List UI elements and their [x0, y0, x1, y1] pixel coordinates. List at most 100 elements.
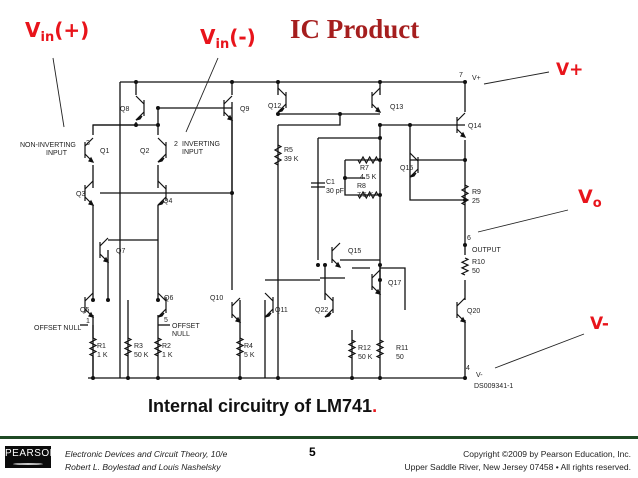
resistor-label: R2: [162, 343, 171, 350]
junction-dot: [134, 123, 138, 127]
figure-id: DS009341-1: [474, 383, 513, 390]
pin-number: 2: [174, 141, 178, 148]
resistor-label: R12: [358, 345, 371, 352]
wire: [92, 122, 137, 135]
transistor-label: Q9: [240, 106, 249, 113]
transistor-label: Q22: [315, 307, 328, 314]
pin-number: 3: [86, 140, 90, 147]
pin-label: OUTPUT: [472, 247, 502, 254]
transistor-label: Q11: [275, 307, 288, 314]
junction-dot: [323, 263, 327, 267]
resistor-label: R8: [357, 183, 366, 190]
pearson-logo: PEARSON: [5, 446, 57, 468]
junction-dot: [134, 80, 138, 84]
transistor-q11: [264, 292, 274, 318]
resistor-value: 1 K: [97, 352, 108, 359]
junction-dot: [463, 80, 467, 84]
transistor-arrow: [103, 256, 110, 263]
transistor-q8: [135, 95, 145, 121]
junction-dot: [230, 80, 234, 84]
junction-dot: [126, 376, 130, 380]
capacitor-label: C1: [326, 179, 335, 186]
transistor-label: Q6: [164, 295, 173, 302]
resistor-r7: [357, 155, 379, 165]
junction-dot: [350, 376, 354, 380]
resistor-label: R5: [284, 147, 293, 154]
junction-dot: [156, 298, 160, 302]
figure-caption: Internal circuitry of LM741.: [148, 396, 378, 416]
junction-dot: [378, 80, 382, 84]
pin-label: V+: [472, 75, 481, 82]
transistor-arrow: [157, 312, 165, 318]
resistor-value: 50: [396, 354, 404, 361]
v-minus-annotation: V-: [590, 314, 609, 334]
resistor-r4: [235, 337, 245, 357]
resistor-value: 39 K: [284, 156, 299, 163]
resistor-value: 50 K: [134, 352, 149, 359]
address: Upper Saddle River, New Jersey 07458 • A…: [404, 462, 631, 472]
transistor-arrow: [335, 261, 342, 268]
junction-dot: [463, 198, 467, 202]
wire: [278, 114, 341, 126]
junction-dot: [276, 112, 280, 116]
junction-dot: [378, 158, 382, 162]
junction-dot: [408, 123, 412, 127]
pin-label: NULL: [172, 331, 190, 338]
junction-dot: [378, 263, 382, 267]
transistor-arrow: [88, 199, 95, 206]
resistor-label: R9: [472, 189, 481, 196]
v-out-annotation: Vo: [578, 186, 602, 211]
transistor-arrow: [227, 114, 234, 121]
transistor-arrow: [235, 316, 242, 323]
junction-dot: [378, 136, 382, 140]
junction-dot: [463, 158, 467, 162]
junction-dot: [378, 376, 382, 380]
transistor-arrow: [375, 288, 382, 295]
vin-minus-annotation: Vin(-): [200, 25, 256, 52]
junction-dot: [316, 263, 320, 267]
transistor-label: Q15: [348, 248, 361, 255]
junction-dot: [106, 298, 110, 302]
resistor-label: R11: [396, 345, 408, 352]
wire: [380, 267, 406, 310]
resistor-label: R1: [97, 343, 106, 350]
resistor-label: R7: [360, 165, 369, 172]
wire: [409, 125, 465, 201]
transistor-q2: [157, 137, 167, 163]
junction-dot: [91, 298, 95, 302]
junction-dot: [156, 106, 160, 110]
pin-label: V-: [476, 372, 483, 379]
resistor-value: 25: [472, 198, 480, 205]
resistor-r12: [347, 339, 357, 359]
junction-dot: [156, 123, 160, 127]
junction-dot: [276, 376, 280, 380]
v-plus-annotation: V+: [556, 60, 584, 80]
resistor-r8: [357, 190, 379, 200]
transistor-label: Q15: [400, 165, 413, 172]
book-authors: Robert L. Boylestad and Louis Nashelsky: [65, 462, 221, 472]
junction-dot: [343, 176, 347, 180]
vin-plus-annotation: Vin(+): [25, 18, 90, 45]
transistor-label: Q14: [468, 123, 481, 130]
resistor-value: 5 K: [244, 352, 255, 359]
transistor-arrow: [157, 157, 165, 163]
resistor-r10: [460, 257, 470, 276]
transistor-label: Q2: [140, 148, 149, 155]
resistor-r11: [375, 339, 385, 359]
transistor-arrow: [277, 107, 285, 113]
resistor-label: R10: [472, 259, 485, 266]
resistor-value: 50: [472, 268, 480, 275]
pin-label: NON-INVERTING: [20, 142, 76, 149]
junction-dot: [238, 376, 242, 380]
book-title: Electronic Devices and Circuit Theory, 1…: [65, 449, 228, 459]
junction-dot: [276, 80, 280, 84]
resistor-r5: [273, 144, 283, 166]
transistor-arrow: [157, 200, 165, 206]
transistor-label: Q3: [76, 191, 85, 198]
transistor-arrow: [460, 131, 467, 138]
junction-dot: [91, 376, 95, 380]
transistor-label: Q7: [116, 248, 125, 255]
junction-dot: [463, 243, 467, 247]
transistor-arrow: [409, 172, 417, 178]
